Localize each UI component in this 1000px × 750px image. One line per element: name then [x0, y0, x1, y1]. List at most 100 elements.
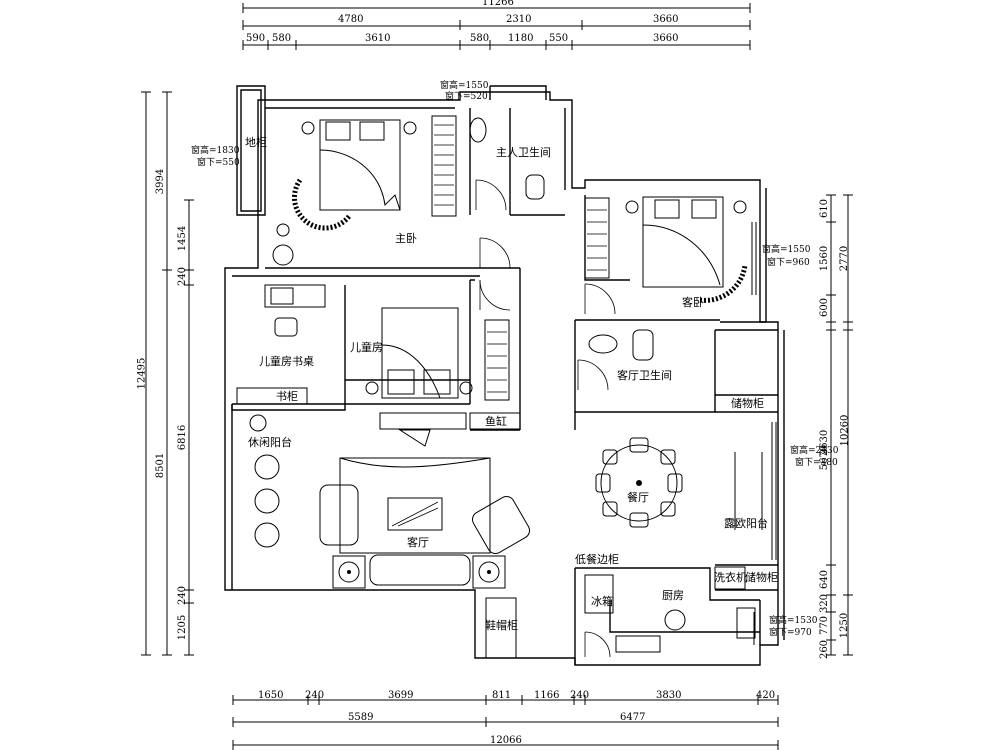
master-bed	[319, 119, 401, 211]
dim-left-seg-1: 3994	[155, 168, 167, 195]
side-table-right	[472, 555, 506, 589]
window-3-height: 窗高=1550	[762, 245, 811, 255]
dim-left-sub-4: 240	[177, 585, 189, 606]
dim-top-seg-1: 4780	[338, 14, 364, 25]
label-fish-tank: 鱼缸	[485, 415, 507, 428]
balcony-plant	[249, 414, 267, 432]
label-storage-1: 储物柜	[731, 397, 764, 410]
fish-tank-item	[469, 412, 521, 430]
dim-top-seg-2: 2310	[506, 14, 532, 25]
children-desk-item	[264, 284, 326, 308]
children-bed	[381, 307, 459, 399]
dim-top-sub-3: 3610	[365, 33, 391, 44]
rug	[339, 457, 491, 554]
dim-left-sub-1: 1454	[177, 225, 189, 252]
label-living-room: 客厅	[407, 536, 429, 549]
kitchen-sink-2	[736, 607, 756, 639]
label-guest-bath: 客厅卫生间	[617, 369, 672, 382]
dim-bottom-sub-2: 240	[305, 690, 325, 701]
shoe-cabinet-item	[485, 597, 517, 659]
dim-right-seg-2: 10260	[839, 414, 851, 447]
dim-top-total: 11266	[482, 0, 514, 8]
guest-bed	[642, 196, 724, 288]
window-5-sill: 窗下=970	[769, 628, 812, 638]
dim-bottom-sub-7: 3830	[656, 690, 682, 701]
window-5-height: 窗高=1530	[769, 616, 818, 626]
dim-top-sub-4: 580	[470, 33, 490, 44]
dim-left-total: 12495	[136, 357, 148, 390]
guest-wardrobe	[584, 197, 610, 279]
dim-top-sub-7: 3660	[653, 33, 679, 44]
dim-bottom-sub-4: 811	[492, 690, 512, 701]
balcony-chair-2	[254, 488, 280, 514]
label-guest-bedroom: 客卧	[682, 296, 704, 309]
balcony-chair-1	[254, 454, 280, 480]
guest-toilet	[632, 329, 654, 361]
window-2-sill: 窗下=520	[445, 92, 488, 102]
bookcase-item	[236, 387, 308, 405]
master-wardrobe	[431, 115, 457, 217]
washer-item	[714, 566, 746, 590]
children-wardrobe	[484, 319, 510, 401]
sofa-bottom	[369, 554, 471, 586]
coffee-table	[387, 497, 443, 531]
guest-basin	[588, 334, 618, 354]
dim-right-sub-2: 1560	[819, 245, 831, 272]
dim-left-seg-2: 8501	[155, 452, 167, 479]
label-bookcase: 书柜	[276, 390, 298, 403]
dim-right-sub-3: 600	[819, 297, 831, 318]
master-basin	[469, 117, 487, 143]
dim-right-sub-7: 770	[819, 615, 831, 636]
dim-bottom-sub-5: 1166	[534, 690, 560, 701]
label-dining: 餐厅	[627, 491, 649, 504]
window-3-sill: 窗下=960	[767, 258, 810, 268]
dim-left-sub-3: 6816	[177, 424, 189, 451]
armchair-right	[472, 496, 530, 554]
dim-bottom-seg-2: 6477	[620, 712, 646, 723]
stair-spiral	[291, 178, 353, 231]
dining-table	[600, 444, 678, 522]
dim-left-sub-5: 1205	[177, 614, 189, 641]
stove	[615, 635, 661, 653]
dim-bottom-sub-1: 1650	[258, 690, 284, 701]
label-master-bath: 主人卫生间	[496, 146, 551, 159]
balcony-chair-3	[254, 522, 280, 548]
sofa-left	[319, 484, 359, 546]
dim-right-sub-8: 260	[819, 639, 831, 660]
dim-bottom-sub-8: 420	[756, 690, 776, 701]
dim-bottom-sub-3: 3699	[388, 690, 414, 701]
dim-top-sub-6: 550	[549, 33, 569, 44]
walls	[224, 85, 785, 666]
dim-right-sub-5: 640	[819, 569, 831, 590]
side-table-left	[332, 555, 366, 589]
plant	[272, 244, 294, 266]
window-2-height: 窗高=1550	[440, 81, 489, 91]
doors	[475, 179, 616, 658]
window-4-sill: 窗下=380	[795, 458, 838, 468]
dim-left-sub-2: 240	[177, 266, 189, 287]
label-leisure-balcony: 休闲阳台	[248, 436, 292, 449]
dim-top-sub-5: 1180	[508, 33, 534, 44]
label-children-desk: 儿童房书桌	[259, 355, 314, 368]
label-children-room: 儿童房	[350, 341, 383, 354]
fridge-item	[584, 574, 614, 614]
dim-top-sub-2: 580	[272, 33, 292, 44]
window-1-sill: 窗下=550	[197, 158, 240, 168]
label-storage-2: 储物柜	[745, 571, 778, 584]
label-shoe-cabinet: 鞋帽柜	[485, 619, 518, 632]
dim-bottom-total: 12066	[490, 735, 522, 746]
label-washer: 洗衣机	[714, 571, 747, 584]
label-fridge: 冰箱	[591, 595, 613, 608]
label-floor-cabinet: 地柜	[245, 136, 267, 149]
dim-right-sub-1: 610	[819, 198, 831, 219]
label-master-bedroom: 主卧	[395, 232, 417, 245]
furniture	[236, 115, 763, 659]
tv-cabinet	[379, 412, 467, 430]
dim-right-seg-3: 1250	[839, 612, 851, 639]
dim-right-sub-6: 320	[819, 593, 831, 614]
dim-bottom-seg-1: 5589	[348, 712, 374, 723]
dim-right-seg-1: 2770	[839, 245, 851, 272]
sink	[664, 609, 686, 631]
label-sideboard: 低餐边柜	[575, 553, 619, 566]
